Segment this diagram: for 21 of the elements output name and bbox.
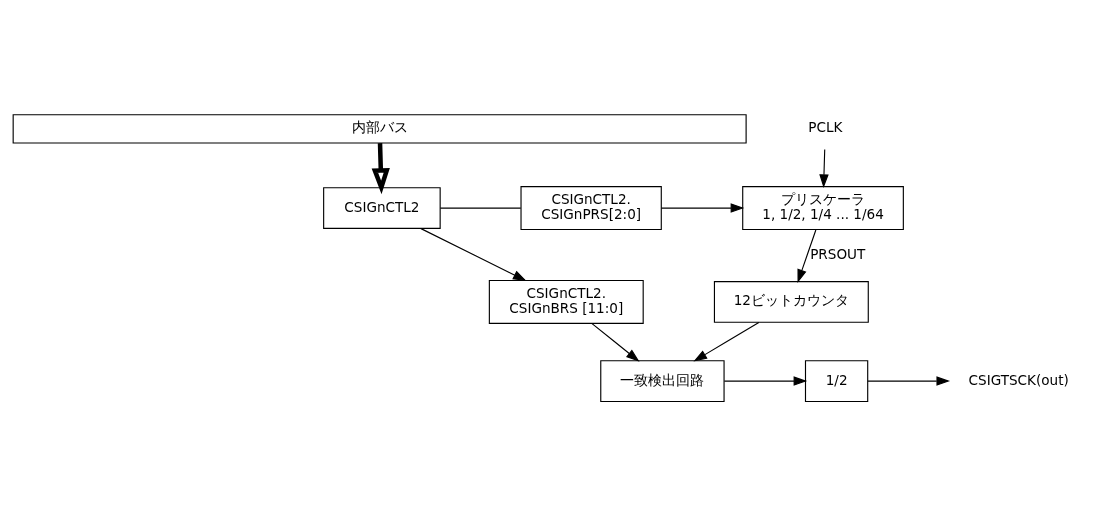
- arrow: [819, 148, 829, 188]
- arrow: [693, 321, 760, 362]
- node-box: CSIGnCTL2: [323, 187, 441, 229]
- node-text: PCLK: [808, 119, 843, 136]
- node-box: 12ビットカウンタ: [713, 281, 869, 323]
- node-box: プリスケーラ 1, 1/2, 1/4 ... 1/64: [742, 186, 904, 231]
- node-box: CSIGnCTL2. CSIGnPRS[2:0]: [520, 186, 662, 231]
- arrow: [420, 228, 527, 282]
- arrow: [371, 143, 390, 195]
- node-box: 一致検出回路: [600, 360, 725, 403]
- node-box: 1/2: [804, 360, 869, 403]
- node-text: CSIGTSCK(out): [968, 371, 1069, 388]
- arrow: [797, 229, 817, 283]
- connector: [439, 207, 522, 209]
- edge-label: PRSOUT: [810, 245, 866, 262]
- arrow: [723, 376, 808, 386]
- arrow: [591, 323, 640, 362]
- node-box: 内部バス: [12, 114, 747, 144]
- arrow: [660, 203, 745, 213]
- arrow: [867, 376, 951, 386]
- node-box: CSIGnCTL2. CSIGnBRS [11:0]: [488, 279, 644, 324]
